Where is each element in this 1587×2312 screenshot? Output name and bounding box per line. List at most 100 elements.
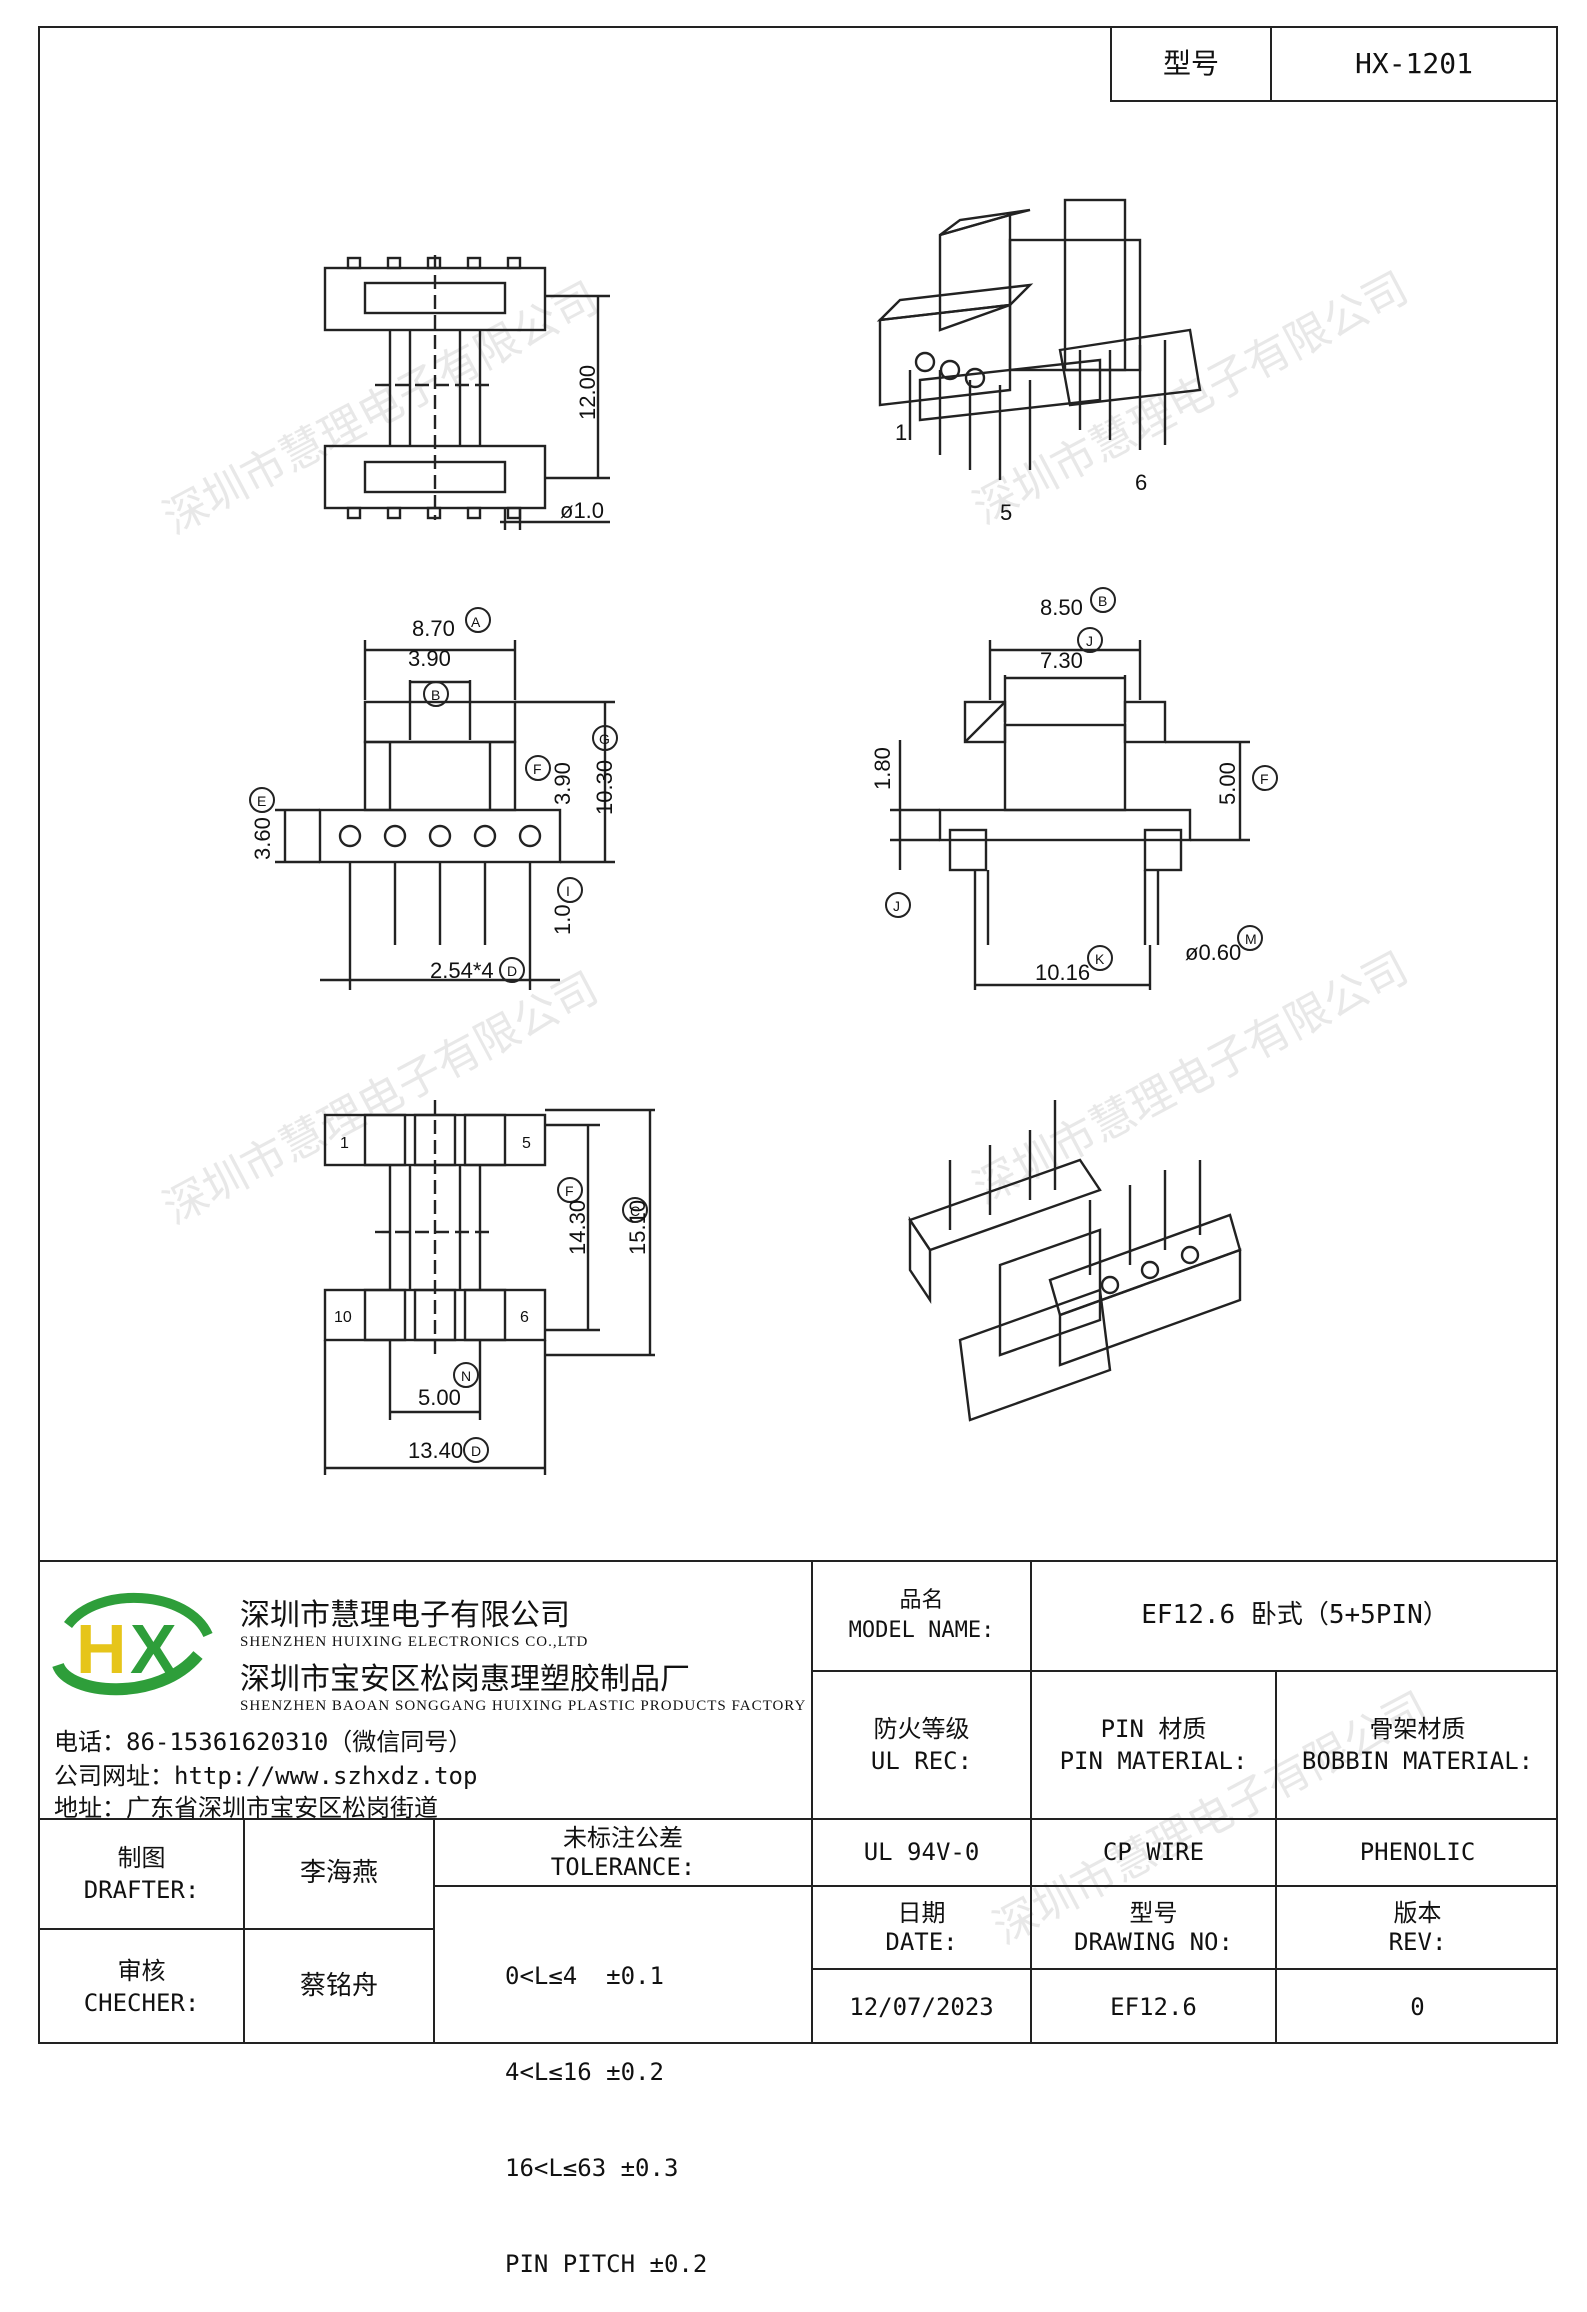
model-name-label: 品名 MODEL NAME: xyxy=(813,1562,1030,1670)
mark-front-width: A xyxy=(471,614,481,630)
tolerance-row: 16<L≤63 ±0.3 xyxy=(505,2154,679,2182)
titleblock-line xyxy=(243,1818,245,2044)
dim-bottom-width: 13.40 xyxy=(408,1438,463,1463)
mark-side-pin: J xyxy=(893,898,900,914)
dim-front-inner: 3.90 xyxy=(408,646,451,671)
header-model-label: 型号 xyxy=(1162,47,1219,81)
iso-pin-6: 6 xyxy=(1135,470,1147,495)
drafter-label: 制图 DRAFTER: xyxy=(40,1820,243,1928)
titleblock-line xyxy=(433,1885,811,1887)
ul-rec-label: 防火等级 UL REC: xyxy=(813,1672,1030,1818)
bottom-view xyxy=(323,1100,655,1475)
rev-value: 0 xyxy=(1410,1992,1425,2021)
ul-rec-en: UL REC: xyxy=(870,1747,973,1775)
titleblock-line xyxy=(433,1818,435,2044)
drawing-no-label: 型号 DRAWING NO: xyxy=(1032,1887,1275,1968)
dim-top-pin-dia: ø1.0 xyxy=(560,498,604,523)
titleblock-line xyxy=(1030,1560,1032,2044)
dim-side-flange: 1.80 xyxy=(870,747,895,790)
dim-side-inner: 7.30 xyxy=(1040,648,1083,673)
mark-side-height: F xyxy=(1260,771,1269,787)
company-name-cn-2: 深圳市宝安区松岗惠理塑胶制品厂 xyxy=(240,1662,690,1697)
mark-front-height: G xyxy=(599,731,610,747)
header-model-value: HX-1201 xyxy=(1354,47,1473,81)
model-name-en: MODEL NAME: xyxy=(848,1618,995,1643)
date-cn: 日期 xyxy=(897,1898,946,1927)
drawing-no-cn: 型号 xyxy=(1129,1898,1178,1927)
top-view xyxy=(323,255,610,530)
drawing-frame xyxy=(38,26,1558,2044)
mark-front-pin: I xyxy=(566,883,570,899)
dim-side-top: 8.50 xyxy=(1040,595,1083,620)
drawing-no-value: EF12.6 xyxy=(1110,1992,1197,2021)
model-name-value: EF12.6 卧式（5+5PIN） xyxy=(1141,1600,1449,1631)
tolerance-row: PIN PITCH ±0.2 xyxy=(505,2250,708,2278)
company-address: 地址：广东省深圳市宝安区松岗街道 xyxy=(54,1794,438,1822)
company-name-cn-1: 深圳市慧理电子有限公司 xyxy=(240,1598,570,1633)
date-label: 日期 DATE: xyxy=(813,1887,1030,1968)
side-view xyxy=(890,640,1250,990)
titleblock-line xyxy=(811,1670,1558,1672)
bobbin-material-en: BOBBIN MATERIAL: xyxy=(1301,1747,1534,1775)
header-model-box xyxy=(1110,26,1558,102)
bobbin-material-label: 骨架材质 BOBBIN MATERIAL: xyxy=(1277,1672,1558,1818)
header-divider xyxy=(1270,26,1272,102)
date-value: 12/07/2023 xyxy=(849,1992,994,2021)
titleblock-line xyxy=(811,1885,1558,1887)
checker-value: 蔡铭舟 xyxy=(299,1971,378,2002)
dim-front-width: 8.70 xyxy=(412,616,455,641)
mark-front-pitch: D xyxy=(507,963,517,979)
mark-side-span: K xyxy=(1095,951,1105,967)
bottom-label-5: 5 xyxy=(522,1135,531,1152)
dim-side-height: 5.00 xyxy=(1215,762,1240,805)
pin-material-value: CP WIRE xyxy=(1102,1838,1205,1867)
isometric-view-bottom xyxy=(908,1100,1242,1422)
mark-bottom-gap: N xyxy=(461,1368,471,1384)
titleblock-divider xyxy=(811,1560,813,2044)
ul-rec-cn: 防火等级 xyxy=(873,1714,970,1743)
dim-side-span: 10.16 xyxy=(1035,960,1090,985)
checker-en: CHECHER: xyxy=(83,1989,200,2017)
rev-cn: 版本 xyxy=(1393,1898,1442,1927)
logo-text-x: X xyxy=(130,1610,177,1688)
isometric-view-top xyxy=(876,198,1202,480)
rev-label: 版本 REV: xyxy=(1277,1887,1558,1968)
titleblock-line xyxy=(811,1968,1558,1970)
iso-pin-5: 5 xyxy=(1000,500,1012,525)
drawing-no-en: DRAWING NO: xyxy=(1074,1927,1233,1956)
pin-material-en: PIN MATERIAL: xyxy=(1059,1747,1248,1775)
dim-front-height: 10.30 xyxy=(592,760,617,815)
dim-bottom-total: 15.10 xyxy=(625,1200,650,1255)
iso-pin-1: 1 xyxy=(895,420,907,445)
mark-side-inner: J xyxy=(1086,633,1093,649)
bottom-label-10: 10 xyxy=(334,1309,352,1326)
bottom-label-6: 6 xyxy=(520,1309,529,1326)
logo-text-h: H xyxy=(76,1610,127,1688)
tolerance-row: 4<L≤16 ±0.2 xyxy=(505,2058,664,2086)
pin-material-label: PIN 材质 PIN MATERIAL: xyxy=(1032,1672,1275,1818)
front-view xyxy=(275,640,615,990)
titleblock-line xyxy=(38,1928,433,1930)
company-name-en-2: SHENZHEN BAOAN SONGGANG HUIXING PLASTIC … xyxy=(240,1698,807,1714)
mark-bottom-len: F xyxy=(565,1183,574,1199)
dim-front-base: 3.60 xyxy=(250,817,275,860)
dim-front-pin: 1.0 xyxy=(550,904,575,935)
mark-bottom-width: D xyxy=(471,1443,481,1459)
bobbin-material-value: PHENOLIC xyxy=(1359,1838,1476,1867)
mark-front-mid: F xyxy=(533,761,542,777)
tolerance-label: 未标注公差 TOLERANCE: xyxy=(435,1820,811,1885)
mark-side-pin-dia: M xyxy=(1245,931,1257,947)
dim-side-pin-dia: ø0.60 xyxy=(1185,940,1241,965)
drafter-cn: 制图 xyxy=(117,1843,166,1872)
titleblock-line xyxy=(38,1818,1558,1820)
tolerance-cn: 未标注公差 xyxy=(563,1823,683,1852)
titleblock-top-line xyxy=(38,1560,1558,1562)
drafter-value: 李海燕 xyxy=(299,1858,378,1889)
tolerance-en: TOLERANCE: xyxy=(550,1852,696,1881)
date-en: DATE: xyxy=(885,1927,958,1956)
company-phone: 电话：86-15361620310（微信同号） xyxy=(54,1728,473,1756)
technical-drawing: 12.00 ø1.0 1 5 6 8.70 A 3.90 B 10.30 G 3… xyxy=(249,198,1278,1475)
dim-front-pitch: 2.54*4 xyxy=(430,958,494,983)
bobbin-material-cn: 骨架材质 xyxy=(1369,1714,1466,1743)
dim-bottom-gap: 5.00 xyxy=(418,1385,461,1410)
